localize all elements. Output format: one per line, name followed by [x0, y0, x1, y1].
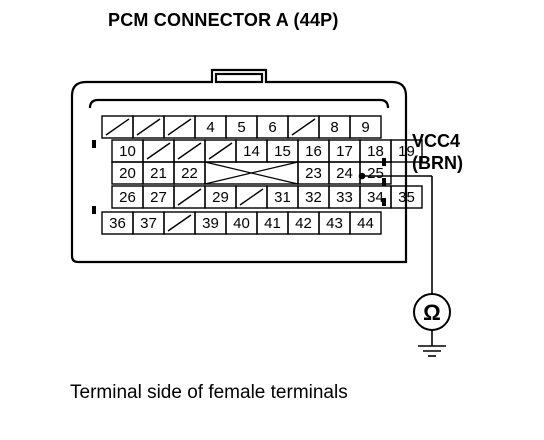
terminal-number: 20: [119, 165, 136, 182]
empty-cavity: [173, 139, 206, 163]
terminal-6: 6: [256, 115, 289, 139]
terminal-15: 15: [266, 139, 299, 163]
terminal-number: 14: [243, 143, 260, 160]
terminal-number: 19: [398, 143, 415, 160]
terminal-number: 17: [336, 143, 353, 160]
empty-cavity: [287, 115, 320, 139]
terminal-42: 42: [287, 211, 320, 235]
terminal-number: 16: [305, 143, 322, 160]
terminal-number: 4: [206, 119, 214, 136]
terminal-18: 18: [359, 139, 392, 163]
terminal-5: 5: [225, 115, 258, 139]
terminal-number: 27: [150, 189, 167, 206]
empty-cavity: [142, 139, 175, 163]
empty-cavity: [235, 185, 268, 209]
crossed-cavity-block: [204, 161, 299, 185]
empty-cavity: [101, 115, 134, 139]
terminal-27: 27: [142, 185, 175, 209]
wire-color-label: (BRN): [412, 153, 463, 173]
terminal-8: 8: [318, 115, 351, 139]
terminal-21: 21: [142, 161, 175, 185]
terminal-31: 31: [266, 185, 299, 209]
terminal-number: 24: [336, 165, 353, 182]
terminal-number: 5: [237, 119, 245, 136]
terminal-number: 15: [274, 143, 291, 160]
terminal-number: 35: [398, 189, 415, 206]
terminal-number: 22: [181, 165, 198, 182]
terminal-44: 44: [349, 211, 382, 235]
terminal-number: 9: [361, 119, 369, 136]
ground-symbol: [418, 345, 446, 357]
terminal-number: 37: [140, 215, 157, 232]
terminal-number: 43: [326, 215, 343, 232]
terminal-20: 20: [111, 161, 144, 185]
latch-tab: [214, 72, 264, 84]
terminal-39: 39: [194, 211, 227, 235]
terminal-41: 41: [256, 211, 289, 235]
empty-cavity: [204, 139, 237, 163]
terminal-number: 10: [119, 143, 136, 160]
terminal-33: 33: [328, 185, 361, 209]
terminal-22: 22: [173, 161, 206, 185]
terminal-number: 8: [330, 119, 338, 136]
ohm-symbol: Ω: [423, 300, 441, 325]
terminal-number: 6: [268, 119, 276, 136]
terminal-14: 14: [235, 139, 268, 163]
terminal-grid: 4 5 6 8 9 10 14 15 16 17 18 19 20 21 22 23 24 25 26 27 29 31 3…: [101, 115, 423, 235]
terminal-43: 43: [318, 211, 351, 235]
terminal-19: 19: [390, 139, 423, 163]
terminal-number: 32: [305, 189, 322, 206]
terminal-24: 24: [328, 161, 361, 185]
terminal-number: 39: [202, 215, 219, 232]
terminal-25: 25: [359, 161, 392, 185]
terminal-37: 37: [132, 211, 165, 235]
diagram-caption: Terminal side of female terminals: [70, 382, 348, 403]
terminal-32: 32: [297, 185, 330, 209]
empty-cavity: [163, 211, 196, 235]
housing-inner: [88, 98, 390, 109]
terminal-34: 34: [359, 185, 392, 209]
terminal-29: 29: [204, 185, 237, 209]
terminal-23: 23: [297, 161, 330, 185]
terminal-number: 26: [119, 189, 136, 206]
terminal-number: 25: [367, 165, 384, 182]
terminal-4: 4: [194, 115, 227, 139]
terminal-10: 10: [111, 139, 144, 163]
empty-cavity: [132, 115, 165, 139]
terminal-number: 42: [295, 215, 312, 232]
empty-cavity: [173, 185, 206, 209]
terminal-40: 40: [225, 211, 258, 235]
terminal-number: 36: [109, 215, 126, 232]
ohmmeter: Ω: [413, 293, 451, 346]
empty-cavity: [163, 115, 196, 139]
connector-housing: [70, 68, 408, 264]
housing-outer: [70, 68, 408, 264]
terminal-number: 18: [367, 143, 384, 160]
terminal-36: 36: [101, 211, 134, 235]
terminal-26: 26: [111, 185, 144, 209]
terminal-number: 31: [274, 189, 291, 206]
terminal-number: 29: [212, 189, 229, 206]
terminal-number: 44: [357, 215, 374, 232]
terminal-number: 41: [264, 215, 281, 232]
probe-wire: [358, 172, 433, 294]
terminal-9: 9: [349, 115, 382, 139]
terminal-number: 40: [233, 215, 250, 232]
terminal-17: 17: [328, 139, 361, 163]
terminal-number: 21: [150, 165, 167, 182]
terminal-number: 33: [336, 189, 353, 206]
probe-tip: [358, 172, 366, 180]
terminal-name-label: VCC4: [412, 131, 461, 151]
terminal-number: 34: [367, 189, 384, 206]
diagram-title: PCM CONNECTOR A (44P): [108, 10, 339, 30]
terminal-35: 35: [390, 185, 423, 209]
terminal-number: 23: [305, 165, 322, 182]
terminal-16: 16: [297, 139, 330, 163]
